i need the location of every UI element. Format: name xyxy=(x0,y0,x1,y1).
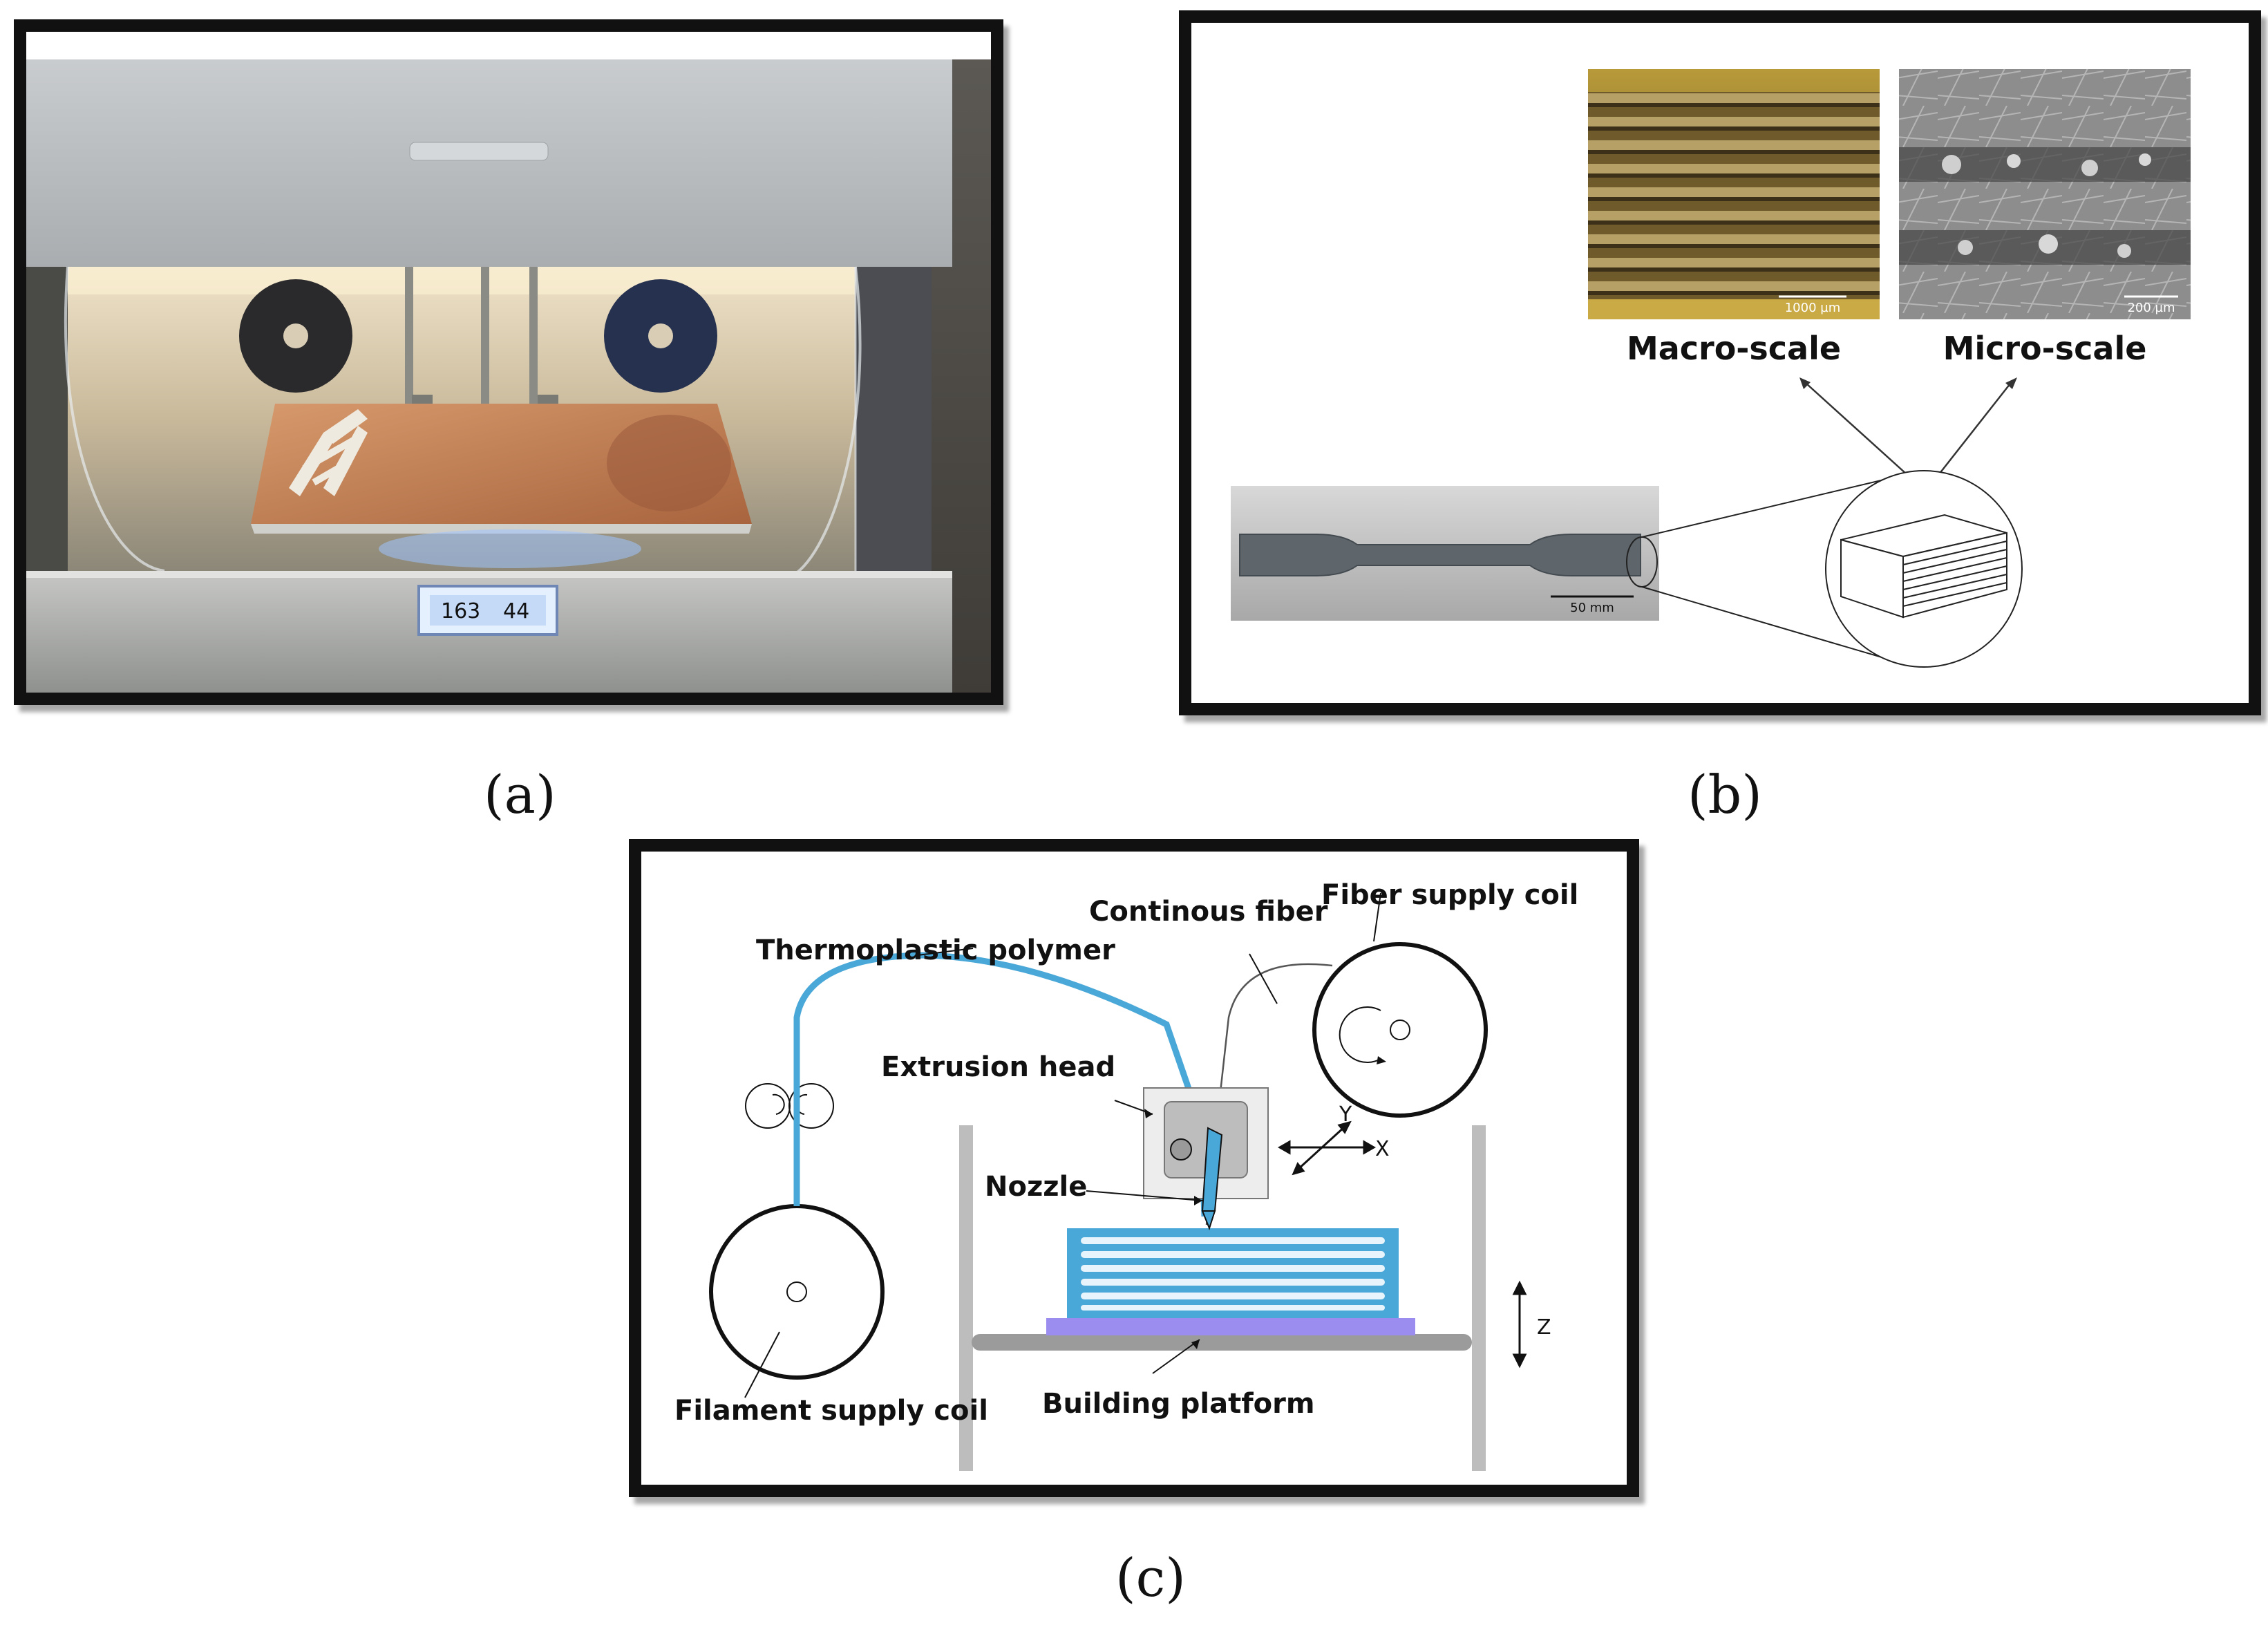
printer-illustration: 163 44 xyxy=(26,32,991,693)
left-frame-post xyxy=(959,1125,973,1471)
caption-b: (b) xyxy=(1688,764,1762,825)
micro-scale-bar-label: 200 µm xyxy=(2127,301,2175,315)
macro-scale-image: 1000 µm xyxy=(1588,69,1880,319)
specimen-scale-bar-label: 50 mm xyxy=(1570,601,1614,615)
macro-scale-bar-label: 1000 µm xyxy=(1785,301,1841,315)
specimen-photo: 50 mm xyxy=(1231,486,1659,621)
label-continuous-fiber: Continous fiber xyxy=(1089,896,1328,928)
zoom-arrows xyxy=(1799,377,2017,475)
axis-x-label: X xyxy=(1375,1137,1390,1161)
fdm-schematic: X Y Z Continous fiber Fiber supply coil … xyxy=(674,879,1578,1471)
platform-layer xyxy=(1046,1318,1415,1335)
building-platform xyxy=(972,1334,1472,1351)
printed-part xyxy=(1067,1228,1399,1318)
micro-scale-image: 200 µm xyxy=(1899,69,2191,319)
label-filament-supply-coil: Filament supply coil xyxy=(674,1395,988,1427)
macro-scale-label: Macro-scale xyxy=(1627,330,1841,367)
continuous-fiber-path xyxy=(1205,963,1333,1225)
caption-c: (c) xyxy=(1115,1547,1186,1608)
label-fiber-supply-coil: Fiber supply coil xyxy=(1321,879,1578,911)
extrusion-head xyxy=(1114,1087,1269,1230)
zoom-detail xyxy=(1641,470,2023,668)
axis-z-label: Z xyxy=(1537,1315,1551,1340)
multiscale-figure: 1000 µm 200 µm Macro-scale Micro-scale xyxy=(1231,69,2191,668)
caption-a: (a) xyxy=(484,764,556,825)
label-thermoplastic-polymer: Thermoplastic polymer xyxy=(756,934,1115,966)
xy-axis-indicator xyxy=(1277,1120,1377,1176)
panel-a-printer-photo: 163 44 xyxy=(14,19,1003,705)
z-axis-indicator xyxy=(1512,1280,1527,1369)
axis-y-label: Y xyxy=(1339,1102,1352,1127)
panel-b-multiscale: 1000 µm 200 µm Macro-scale Micro-scale xyxy=(1179,10,2261,715)
feed-rollers xyxy=(745,1083,834,1129)
fiber-supply-coil xyxy=(1312,892,1488,1118)
right-frame-post xyxy=(1472,1125,1486,1471)
polymer-filament xyxy=(793,952,1208,1217)
filament-supply-coil xyxy=(709,1204,885,1398)
micro-scale-label: Micro-scale xyxy=(1943,330,2147,367)
label-nozzle: Nozzle xyxy=(985,1171,1087,1203)
printer-display-value-right: 44 xyxy=(503,599,529,623)
label-building-platform: Building platform xyxy=(1042,1388,1315,1420)
label-extrusion-head: Extrusion head xyxy=(881,1051,1115,1083)
panel-c-fdm-schematic: X Y Z Continous fiber Fiber supply coil … xyxy=(629,839,1639,1497)
printer-display-value-left: 163 xyxy=(441,599,480,623)
